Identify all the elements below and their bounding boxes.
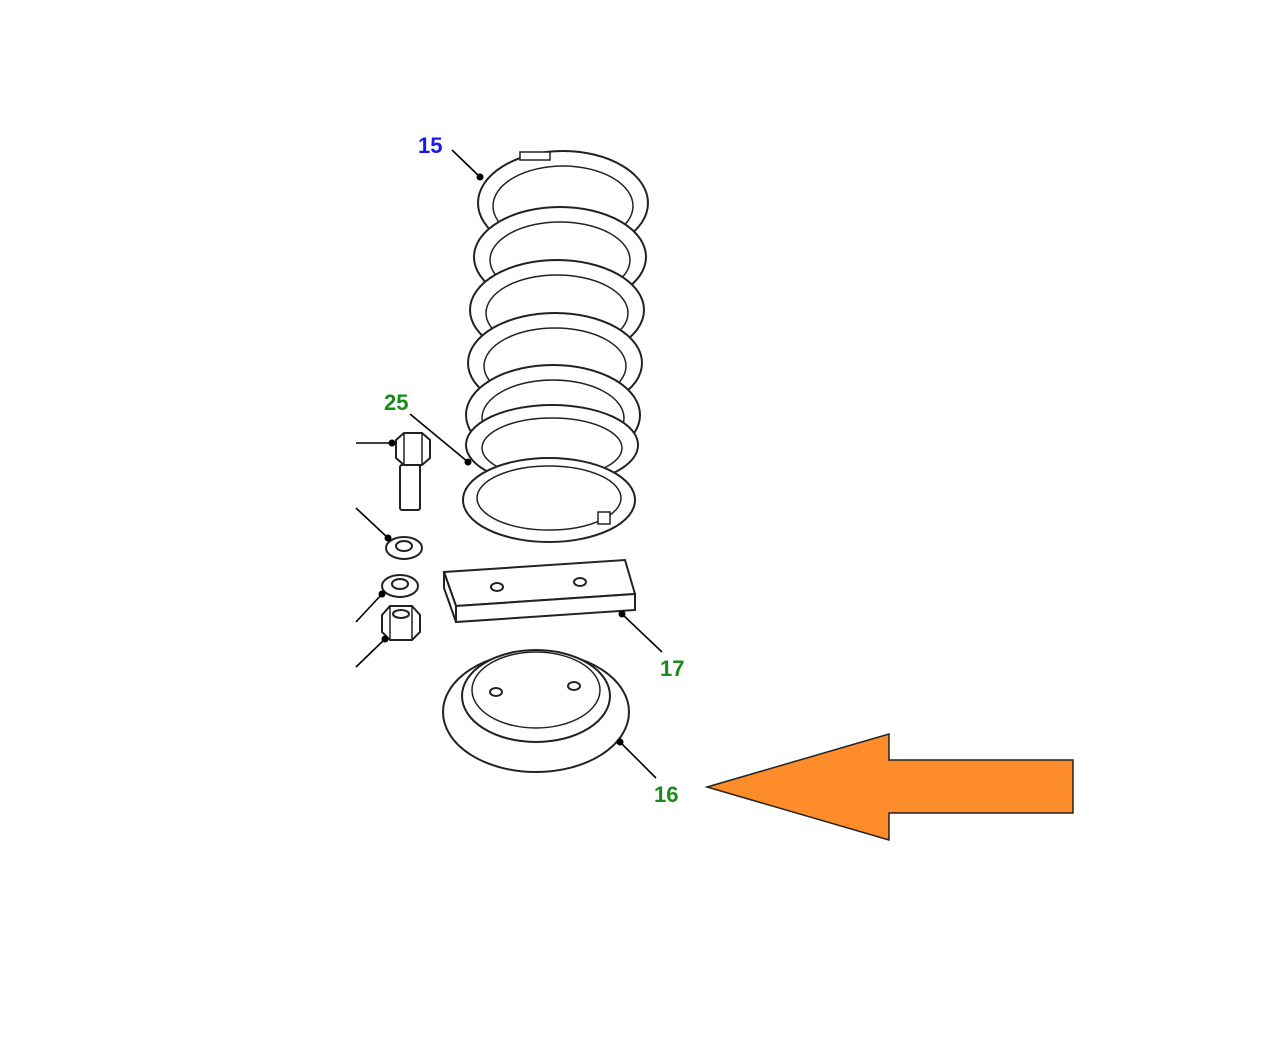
spring-seat (442, 649, 630, 773)
cropped-edge (340, 440, 354, 700)
callout-17: 17 (660, 656, 684, 681)
spring-isolator-ring (462, 457, 636, 543)
coil-spring (465, 150, 649, 486)
spring-washer (381, 574, 419, 598)
left-arrow-icon (704, 733, 1074, 841)
callout-25: 25 (384, 390, 408, 415)
nut (381, 605, 421, 641)
washer (385, 536, 423, 560)
callout-16: 16 (654, 782, 678, 807)
bolt (395, 432, 431, 511)
leader-lines (355, 149, 663, 779)
callout-15: 15 (418, 133, 442, 158)
packing-plate (442, 558, 637, 624)
